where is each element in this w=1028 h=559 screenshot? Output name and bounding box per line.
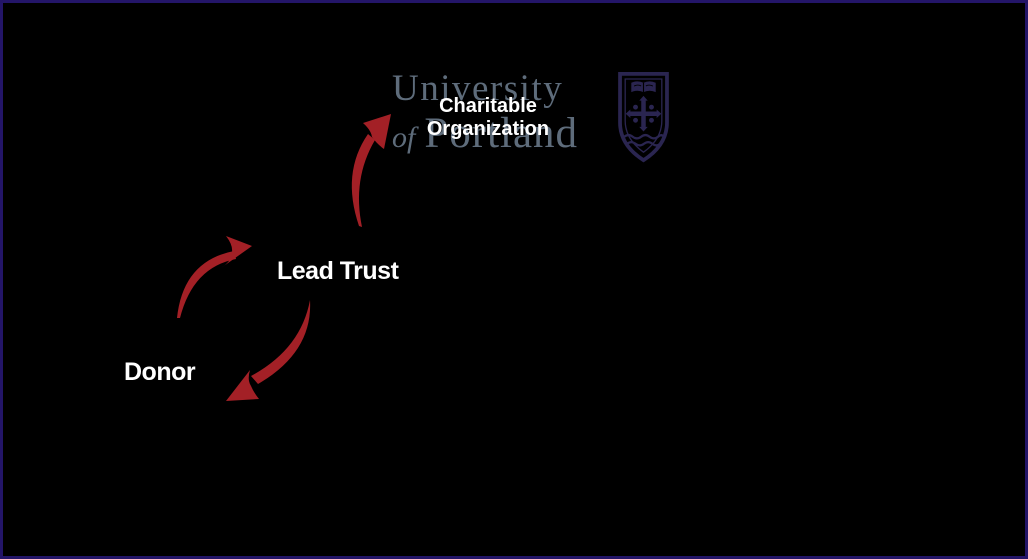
watermark-portland-text: Portland [424, 110, 579, 157]
charitable-organization-line1: Charitable [439, 95, 537, 117]
shield-inner-line [624, 78, 663, 154]
charitable-organization-line2: Organization [426, 118, 550, 140]
university-shield-icon [618, 71, 669, 163]
arrow-lead-trust-to-charitable-organization [351, 114, 391, 227]
shield-outline [618, 71, 669, 163]
university-watermark: University of Portland [392, 70, 578, 155]
watermark-line2: of Portland [392, 112, 578, 155]
open-book-icon [631, 81, 656, 93]
cross-icon [625, 95, 662, 132]
arrow-donor-to-lead-trust [177, 236, 252, 318]
node-lead-trust: Lead Trust [277, 257, 399, 285]
node-donor: Donor [124, 358, 196, 386]
waves-icon [623, 133, 664, 147]
node-charitable-organization: Charitable Organization [398, 95, 578, 141]
watermark-of-text: of [392, 121, 416, 154]
arrow-lead-trust-to-donor [226, 300, 311, 401]
watermark-university-text: University [392, 68, 564, 109]
